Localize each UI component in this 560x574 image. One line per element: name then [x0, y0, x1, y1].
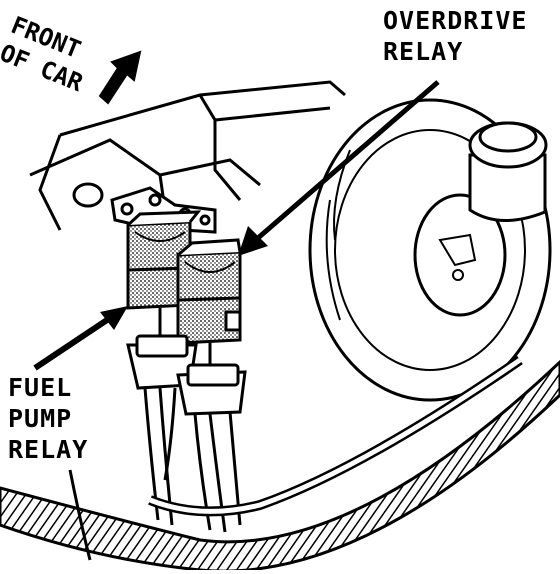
fuel-label-line1: FUEL — [8, 373, 73, 402]
overdrive-pointer-arrow — [238, 80, 440, 256]
firewall-panel — [29, 80, 346, 231]
overdrive-relay — [176, 238, 242, 345]
relay-connectors — [126, 308, 247, 416]
wiring-harness — [0, 355, 560, 573]
front-arrow-icon — [98, 50, 142, 105]
fuel-pump-pointer-arrow — [33, 306, 128, 371]
fuel-label-line2: PUMP — [8, 404, 73, 433]
grommet-hole — [72, 182, 104, 208]
fuel-label-line3: RELAY — [8, 435, 89, 464]
overdrive-label-line1: OVERDRIVE — [383, 6, 528, 35]
brake-booster — [308, 98, 552, 402]
overdrive-label-line2: RELAY — [383, 37, 464, 66]
reservoir — [468, 121, 548, 222]
